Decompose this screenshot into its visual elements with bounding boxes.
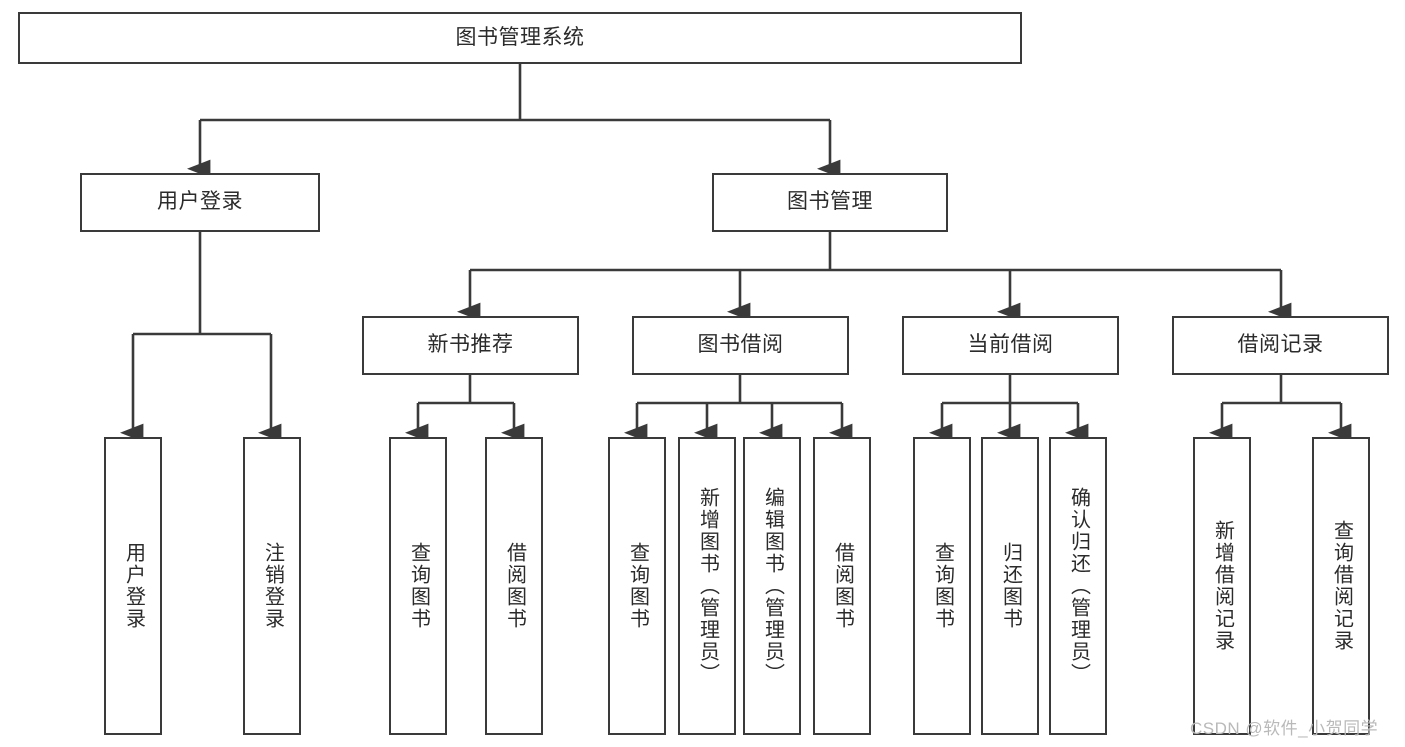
leaf-query-book-2-label: 查询图书 xyxy=(626,542,649,630)
leaf-add-book[interactable]: 新增图书（管理员） xyxy=(678,437,736,735)
node-root[interactable]: 图书管理系统 xyxy=(18,12,1022,64)
node-book-manage-label: 图书管理 xyxy=(787,190,873,214)
node-borrow-record[interactable]: 借阅记录 xyxy=(1172,316,1389,375)
leaf-borrow-book-1-label: 借阅图书 xyxy=(503,542,526,630)
leaf-user-logout-label: 注销登录 xyxy=(261,542,284,630)
node-new-book-recommend-label: 新书推荐 xyxy=(427,333,514,357)
leaf-confirm-return-label: 确认归还（管理员） xyxy=(1067,487,1090,685)
leaf-user-logout[interactable]: 注销登录 xyxy=(243,437,301,735)
node-book-borrow-label: 图书借阅 xyxy=(697,333,784,357)
leaf-query-record[interactable]: 查询借阅记录 xyxy=(1312,437,1370,735)
leaf-query-record-label: 查询借阅记录 xyxy=(1330,520,1353,652)
leaf-borrow-book-2[interactable]: 借阅图书 xyxy=(813,437,871,735)
node-root-label: 图书管理系统 xyxy=(455,25,585,49)
leaf-query-book-3[interactable]: 查询图书 xyxy=(913,437,971,735)
leaf-edit-book-label: 编辑图书（管理员） xyxy=(761,487,784,685)
leaf-confirm-return[interactable]: 确认归还（管理员） xyxy=(1049,437,1107,735)
node-borrow-record-label: 借阅记录 xyxy=(1237,333,1324,357)
node-current-borrow-label: 当前借阅 xyxy=(967,333,1054,357)
leaf-add-record-label: 新增借阅记录 xyxy=(1211,520,1234,652)
node-new-book-recommend[interactable]: 新书推荐 xyxy=(362,316,579,375)
leaf-query-book-2[interactable]: 查询图书 xyxy=(608,437,666,735)
leaf-user-login[interactable]: 用户登录 xyxy=(104,437,162,735)
leaf-user-login-label: 用户登录 xyxy=(122,542,145,630)
leaf-return-book-label: 归还图书 xyxy=(999,542,1022,630)
node-user-login-label: 用户登录 xyxy=(157,190,243,214)
node-book-manage[interactable]: 图书管理 xyxy=(712,173,948,232)
node-book-borrow[interactable]: 图书借阅 xyxy=(632,316,849,375)
leaf-query-book-1-label: 查询图书 xyxy=(407,542,430,630)
leaf-borrow-book-1[interactable]: 借阅图书 xyxy=(485,437,543,735)
node-user-login[interactable]: 用户登录 xyxy=(80,173,320,232)
leaf-edit-book[interactable]: 编辑图书（管理员） xyxy=(743,437,801,735)
leaf-borrow-book-2-label: 借阅图书 xyxy=(831,542,854,630)
leaf-query-book-1[interactable]: 查询图书 xyxy=(389,437,447,735)
leaf-return-book[interactable]: 归还图书 xyxy=(981,437,1039,735)
leaf-add-record[interactable]: 新增借阅记录 xyxy=(1193,437,1251,735)
leaf-add-book-label: 新增图书（管理员） xyxy=(696,487,719,685)
node-current-borrow[interactable]: 当前借阅 xyxy=(902,316,1119,375)
leaf-query-book-3-label: 查询图书 xyxy=(931,542,954,630)
